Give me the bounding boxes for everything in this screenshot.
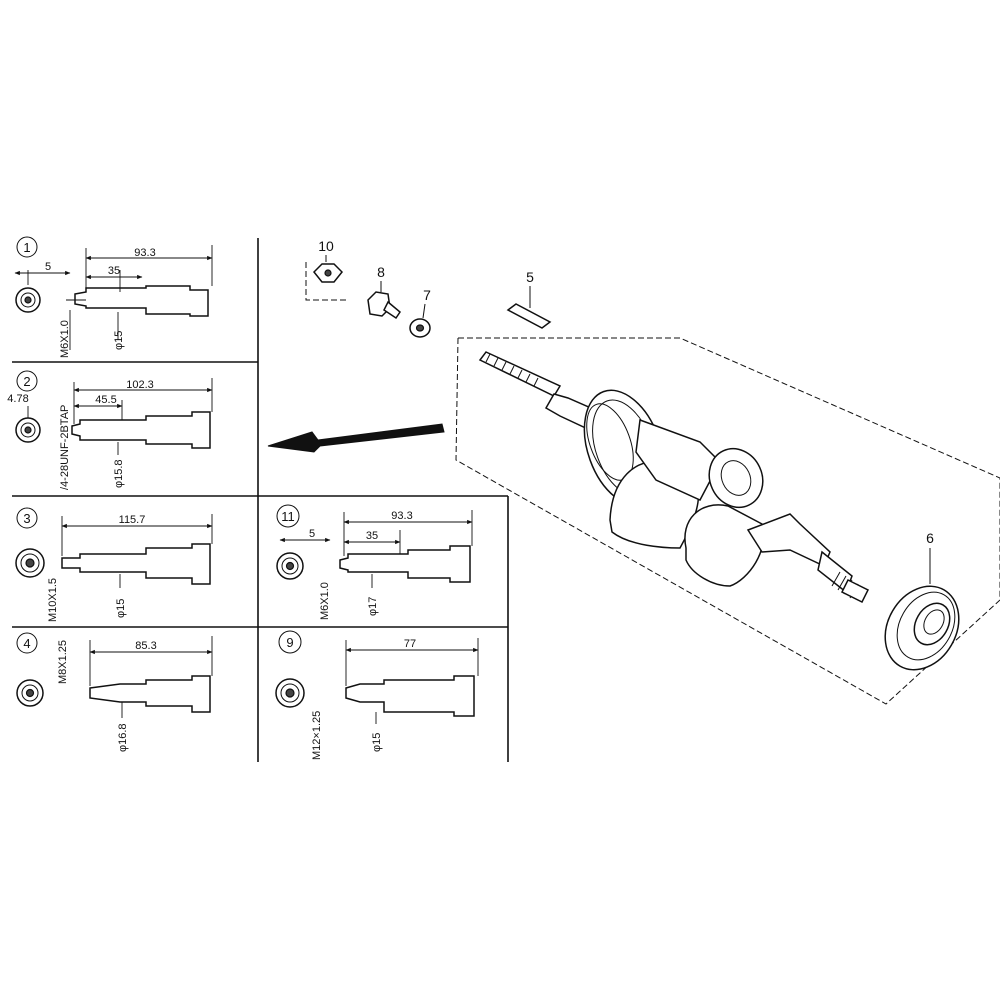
panel-11-dim-mid: 35 bbox=[366, 530, 378, 542]
panel-4-diameter: φ16.8 bbox=[117, 723, 129, 752]
panel-1-dim-total: 93.3 bbox=[134, 247, 155, 259]
assembly-outline bbox=[455, 337, 1000, 705]
panel-4-thread: M8X1.25 bbox=[57, 640, 69, 684]
panel-11-diameter: φ17 bbox=[367, 597, 379, 616]
panel-1-badge bbox=[16, 236, 38, 258]
panel-1-number: 1 bbox=[23, 240, 30, 255]
panel-9-number: 9 bbox=[286, 635, 293, 650]
panel-2-thread: /4-28UNF-2BTAP bbox=[59, 405, 71, 490]
panel-2-number: 2 bbox=[23, 374, 30, 389]
panel-2-dim-small: 4.78 bbox=[7, 393, 28, 405]
panel-3: 3 115.7 M10X1.5 φ15 bbox=[15, 507, 213, 622]
panel-11-thread: M6X1.0 bbox=[319, 582, 331, 620]
panel-1-dim-small: 5 bbox=[45, 261, 51, 273]
panel-11: 11 5 93.3 35 M6X1.0 φ17 bbox=[276, 504, 473, 620]
panel-4: 4 85.3 M8X1.25 φ16.8 bbox=[16, 632, 213, 752]
callout-5: 5 bbox=[526, 269, 534, 285]
panel-2: 2 4.78 102.3 45.5 /4-28UNF-2BTAP φ15.8 bbox=[7, 370, 213, 490]
part-8-bolt: 8 bbox=[367, 264, 401, 320]
panel-3-dim-total: 115.7 bbox=[119, 514, 146, 526]
panel-4-number: 4 bbox=[23, 636, 30, 651]
panel-11-dim-total: 93.3 bbox=[391, 510, 412, 522]
panel-11-dim-small: 5 bbox=[309, 528, 315, 540]
panel-2-dim-mid: 45.5 bbox=[95, 394, 116, 406]
panel-4-dim-total: 85.3 bbox=[135, 640, 156, 652]
panel-9: 9 77 M12×1.25 φ15 bbox=[275, 630, 479, 760]
panel-2-dim-total: 102.3 bbox=[126, 379, 154, 391]
panel-3-number: 3 bbox=[23, 511, 30, 526]
panel-3-thread: M10X1.5 bbox=[47, 578, 59, 622]
callout-10: 10 bbox=[318, 238, 334, 254]
callout-6: 6 bbox=[926, 530, 934, 546]
panel-1: 1 5 93.3 35 M6X1.0 φ15 bbox=[14, 236, 213, 358]
panel-3-diameter: φ15 bbox=[115, 599, 127, 618]
callout-7: 7 bbox=[423, 287, 431, 303]
panel-11-number: 11 bbox=[281, 509, 295, 524]
callout-8: 8 bbox=[377, 264, 385, 280]
panel-2-diameter: φ15.8 bbox=[113, 459, 125, 488]
panel-1-thread: M6X1.0 bbox=[59, 320, 71, 358]
panel-grid bbox=[12, 238, 509, 762]
part-7-washer: 7 bbox=[409, 287, 431, 338]
panel-1-dim-mid: 35 bbox=[108, 265, 120, 277]
panel-9-diameter: φ15 bbox=[371, 733, 383, 752]
shaft-profile bbox=[74, 285, 209, 317]
panel-1-diameter: φ15 bbox=[113, 331, 125, 350]
part-10-nut: 10 bbox=[305, 238, 346, 301]
part-6-bearing: 6 bbox=[884, 530, 960, 671]
part-5-key: 5 bbox=[506, 269, 552, 329]
direction-arrow bbox=[267, 423, 445, 453]
panel-9-thread: M12×1.25 bbox=[311, 711, 323, 760]
panel-9-dim-total: 77 bbox=[404, 638, 416, 650]
counterweight-2 bbox=[684, 504, 765, 587]
crankshaft-assembly bbox=[478, 351, 870, 604]
